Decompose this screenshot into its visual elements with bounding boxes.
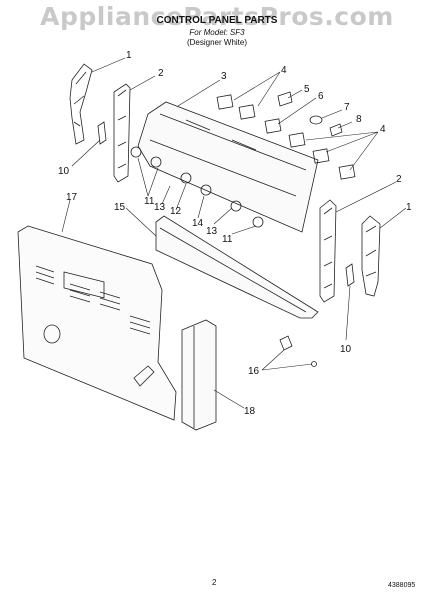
callout-10-left: 10 (58, 166, 70, 177)
model-line: For Model: SF3 (189, 28, 245, 37)
part-side-bracket-left (113, 83, 131, 183)
page-number: 2 (212, 578, 217, 587)
part-panel-trim (155, 215, 319, 319)
part-control-panel (130, 101, 319, 233)
callout-1-right: 1 (406, 202, 412, 213)
callout-11-right: 11 (222, 234, 233, 245)
callout-11-left: 11 (144, 196, 155, 207)
watermark: AppliancePartsPros.com (40, 2, 394, 31)
leader-lines (61, 57, 407, 409)
part-end-cap-left (69, 63, 93, 145)
callout-10-right: 10 (340, 344, 352, 355)
callout-8: 8 (356, 114, 362, 125)
callout-1-top-left: 1 (126, 50, 132, 61)
callout-17: 17 (66, 192, 78, 203)
callout-14: 14 (192, 218, 204, 229)
callout-12: 12 (170, 206, 182, 217)
page-title: CONTROL PANEL PARTS (156, 15, 278, 26)
callout-labels: 1 2 3 4 5 6 7 8 4 10 11 13 12 14 13 11 1… (58, 50, 412, 417)
callout-2-top-left: 2 (158, 68, 164, 79)
part-end-cap-right (361, 215, 381, 297)
part-rear-panel (17, 225, 177, 421)
part-channel (181, 319, 217, 431)
callout-4-top: 4 (281, 65, 287, 76)
callout-6: 6 (318, 91, 324, 102)
callout-13-right: 13 (206, 226, 218, 237)
callout-3: 3 (221, 71, 227, 82)
callout-4-right: 4 (380, 124, 386, 135)
part-side-bracket-right (319, 199, 337, 303)
callout-7: 7 (344, 102, 350, 113)
part-clip (279, 335, 317, 367)
callout-18: 18 (244, 406, 256, 417)
callout-16: 16 (248, 366, 260, 377)
callout-13-left: 13 (154, 202, 166, 213)
color-subtitle: (Designer White) (186, 38, 247, 47)
callout-15: 15 (114, 202, 126, 213)
part-screw-right (345, 263, 355, 287)
part-screw-left (97, 121, 107, 145)
callout-5: 5 (304, 84, 310, 95)
document-number: 4388095 (388, 582, 416, 589)
callout-2-right: 2 (396, 174, 402, 185)
part-switches (216, 91, 356, 180)
